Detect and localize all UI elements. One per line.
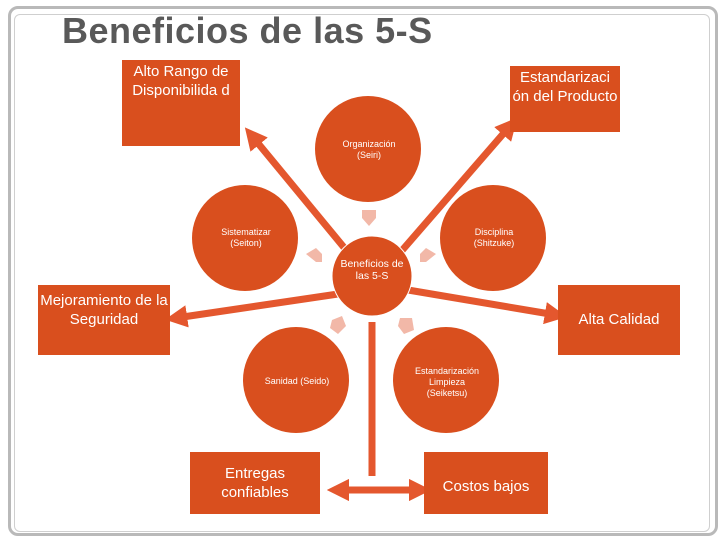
circle-sanidad-label: Sanidad (Seido) [264, 376, 330, 386]
circle-sanidad [243, 327, 349, 433]
outcome-alta-calidad: Alta Calidad [558, 285, 680, 355]
hub-label: Beneficios de las 5-S [340, 258, 404, 282]
hub-circle [331, 235, 413, 317]
chevron-sistematizar [306, 248, 322, 262]
arrow-to-estandarizacion-producto [389, 117, 518, 265]
slide-frame [8, 6, 718, 536]
circle-estandarizacion-label: Estandarización Limpieza (Seiketsu) [414, 366, 480, 398]
circle-disciplina-label: Disciplina (Shitzuke) [473, 227, 515, 248]
chevron-sanidad [330, 316, 346, 334]
circle-organizacion-label: Organización (Seiri) [342, 139, 396, 160]
circle-organizacion [315, 96, 421, 202]
outcome-estandarizacion-producto: Estandarizaci ón del Producto [510, 66, 620, 132]
outcome-entregas: Entregas confiables [190, 452, 320, 514]
arrow-to-mejoramiento [164, 290, 339, 328]
arrow-to-alto-rango [244, 127, 359, 265]
circle-sistematizar-label: Sistematizar (Seiton) [221, 227, 271, 248]
outcome-alto-rango: Alto Rango de Disponibilida d [122, 60, 240, 146]
circle-estandarizacion [393, 327, 499, 433]
chevron-organizacion [362, 210, 376, 226]
circle-disciplina [440, 185, 546, 291]
chevron-estandarizacion [398, 318, 414, 334]
arrow-to-alta-calidad [407, 286, 568, 325]
outcome-costos: Costos bajos [424, 452, 548, 514]
chevron-disciplina [420, 248, 436, 262]
circle-sistematizar [192, 185, 298, 291]
page-title: Beneficios de las 5-S [62, 10, 433, 51]
slide-inner-frame [14, 14, 710, 532]
outcome-mejoramiento: Mejoramiento de la Seguridad [38, 285, 170, 355]
